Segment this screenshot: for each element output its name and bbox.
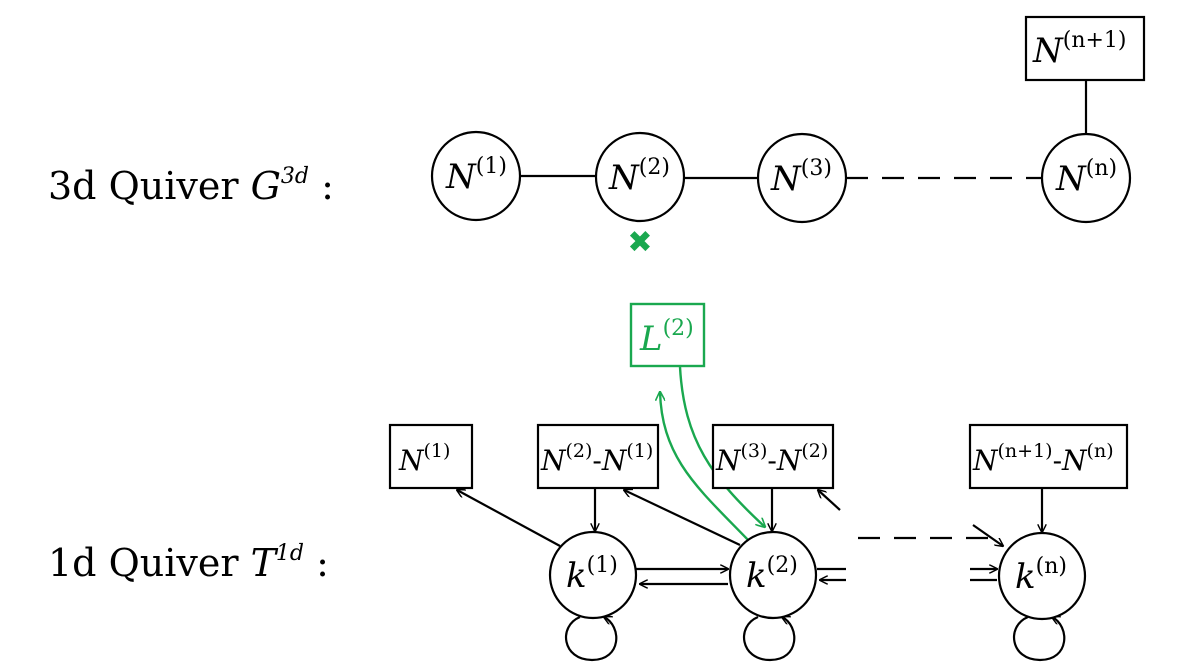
node-3d-1: N(1)	[430, 130, 522, 222]
svg-text:N(1): N(1)	[445, 154, 507, 197]
flavor-3d: N(n+1)	[1024, 15, 1146, 82]
svg-text:k(1): k(1)	[566, 553, 618, 596]
loop-k2	[742, 617, 796, 662]
defect-box: L(2)	[629, 302, 706, 368]
defect-marker-icon: ✖	[627, 225, 652, 260]
edge-k2-to-flavor2	[624, 490, 741, 546]
svg-text:N(n): N(n)	[1055, 156, 1117, 199]
edge-partial-kn	[972, 524, 1003, 546]
quiver1d-label: 1d Quiver T1d :	[48, 541, 329, 585]
svg-text:N(2)-N(1): N(2)-N(1)	[540, 440, 653, 477]
loop-k1	[564, 617, 618, 662]
edge-partial-flavor3	[818, 490, 841, 511]
svg-text:N(2): N(2)	[608, 155, 670, 198]
edge-defect-out	[660, 392, 751, 543]
quiver3d-label: 3d Quiver G3d :	[48, 164, 334, 208]
edge-defect-in	[678, 366, 765, 527]
svg-text:N(3): N(3)	[770, 156, 832, 199]
svg-text:k(n): k(n)	[1015, 554, 1067, 597]
node-1d-n: k(n)	[997, 531, 1087, 621]
svg-text:L(2): L(2)	[639, 316, 694, 359]
node-1d-1: k(1)	[548, 530, 638, 620]
svg-text:N(n+1): N(n+1)	[1032, 28, 1127, 71]
node-3d-n: N(n)	[1040, 132, 1132, 224]
flavor-1d-1: N(1)	[388, 423, 474, 490]
loop-kn	[1012, 617, 1066, 662]
node-3d-2: N(2)	[594, 131, 686, 223]
svg-text:N(3)-N(2): N(3)-N(2)	[715, 440, 828, 477]
svg-text:N(1): N(1)	[398, 440, 450, 477]
svg-text:k(2): k(2)	[746, 553, 798, 596]
node-1d-2: k(2)	[728, 530, 818, 620]
edge-k1-to-flavor1	[457, 490, 561, 547]
flavor-1d-3: N(3)-N(2)	[711, 423, 835, 490]
node-3d-3: N(3)	[756, 132, 848, 224]
flavor-1d-2: N(2)-N(1)	[536, 423, 660, 490]
flavor-1d-n: N(n+1)-N(n)	[968, 423, 1129, 490]
svg-text:N(n+1)-N(n): N(n+1)-N(n)	[972, 440, 1114, 477]
